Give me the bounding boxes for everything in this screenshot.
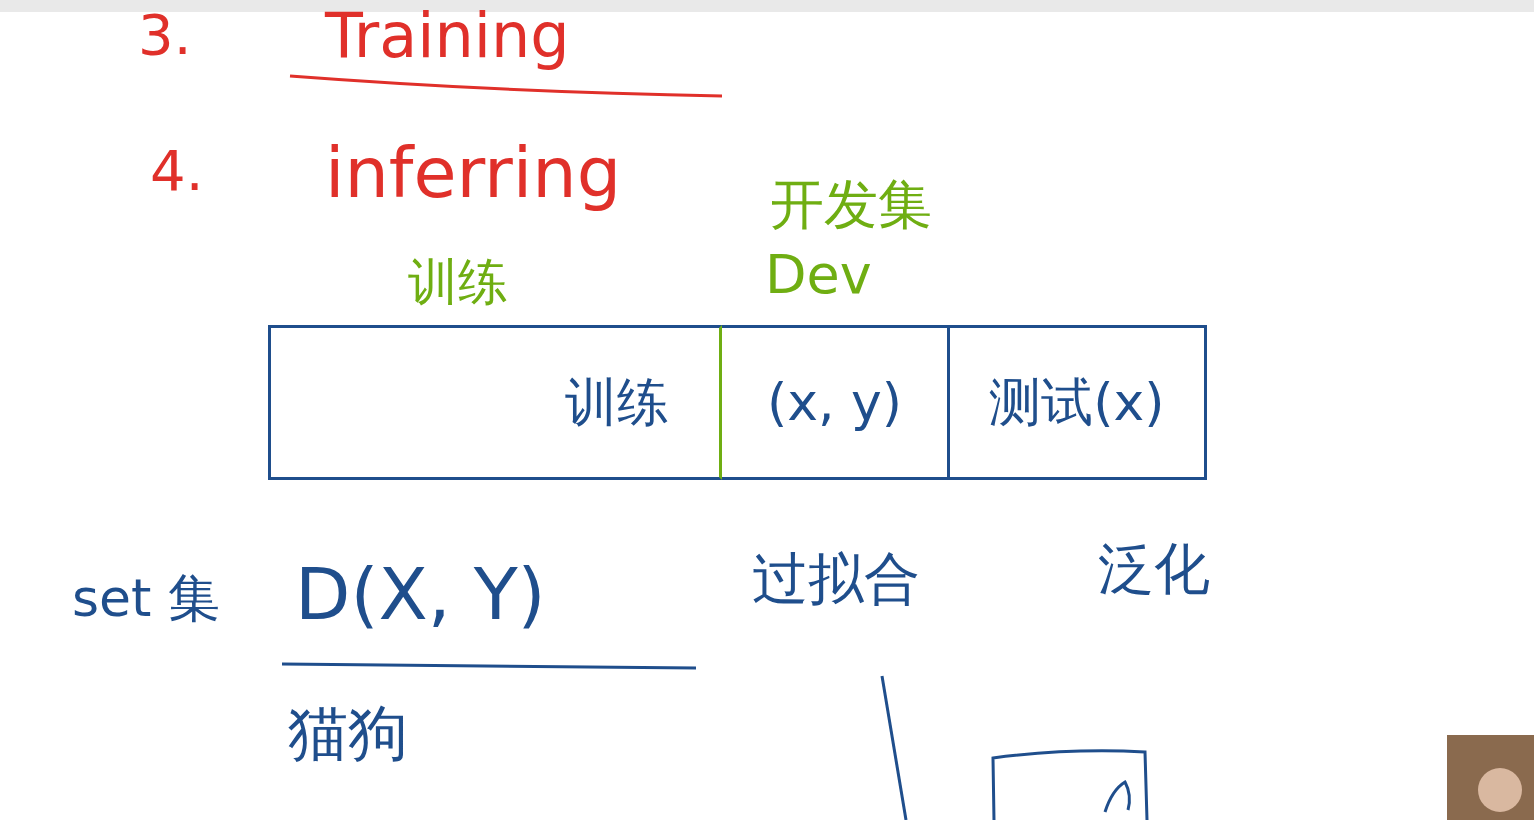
- toolbar-strip: [0, 0, 1534, 12]
- step-title: inferring: [325, 135, 621, 212]
- section-label: (x, y): [767, 374, 902, 431]
- note-text: set 集: [72, 570, 220, 627]
- set-section: (x, y): [722, 325, 950, 480]
- underline: [282, 664, 696, 668]
- formula-text: D(X, Y): [295, 555, 546, 634]
- set-label: Dev: [765, 245, 872, 304]
- section-label: 训练: [565, 374, 669, 431]
- sketch-figure: [993, 751, 1147, 820]
- step-number: 4.: [150, 140, 203, 202]
- set-label: 训练: [408, 255, 508, 310]
- underline: [290, 76, 722, 96]
- note-text: 猫狗: [288, 700, 408, 766]
- sketch-line: [882, 676, 906, 820]
- section-label: 测试(x): [989, 374, 1164, 431]
- step-title: Training: [325, 2, 570, 70]
- webcam-thumbnail: [1478, 768, 1522, 812]
- webcam-thumbnail: [1447, 735, 1534, 820]
- set-section: 训练: [268, 325, 722, 480]
- set-label: 开发集: [770, 175, 932, 234]
- note-text: 泛化: [1098, 538, 1210, 600]
- step-number: 3.: [138, 4, 191, 66]
- note-text: 过拟合: [752, 548, 920, 610]
- set-section: 测试(x): [950, 325, 1207, 480]
- sketch-figure: [1105, 782, 1129, 812]
